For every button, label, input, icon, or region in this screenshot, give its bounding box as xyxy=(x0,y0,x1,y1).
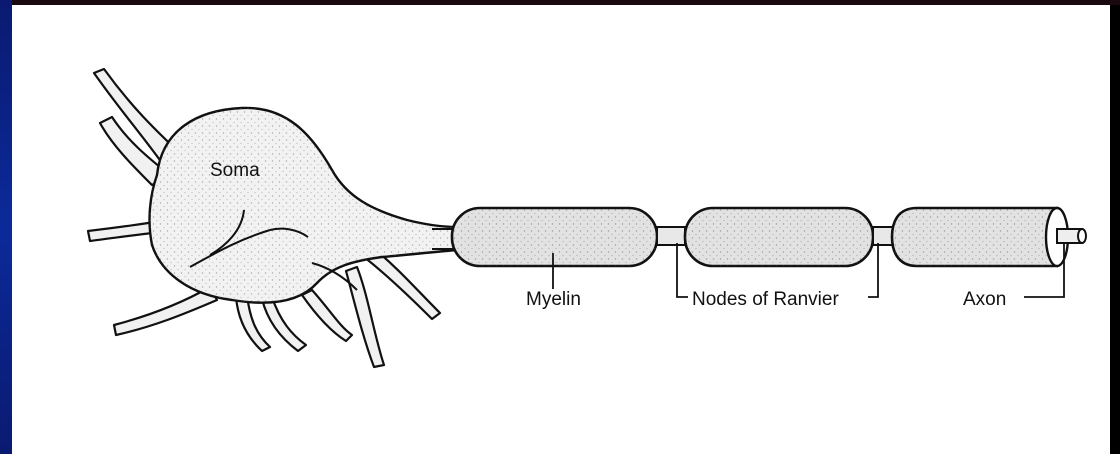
dendrite-bottom-2 xyxy=(262,297,306,351)
neuron-diagram xyxy=(12,5,1110,454)
diagram-panel: Soma Myelin Nodes of Ranvier Axon xyxy=(12,5,1110,454)
nodes-of-ranvier-label: Nodes of Ranvier xyxy=(692,289,839,311)
axon-label: Axon xyxy=(963,289,1006,311)
node-of-ranvier-1 xyxy=(657,227,685,245)
myelin-segments xyxy=(452,208,1068,266)
dendrite-bottom-3 xyxy=(302,290,352,341)
axon-core xyxy=(1057,229,1086,243)
left-accent-bar xyxy=(0,0,12,454)
myelin-label: Myelin xyxy=(526,289,581,311)
dendrite-lower-left xyxy=(114,287,217,335)
soma-label: Soma xyxy=(210,160,260,182)
dendrite-bottom-4 xyxy=(346,267,384,367)
